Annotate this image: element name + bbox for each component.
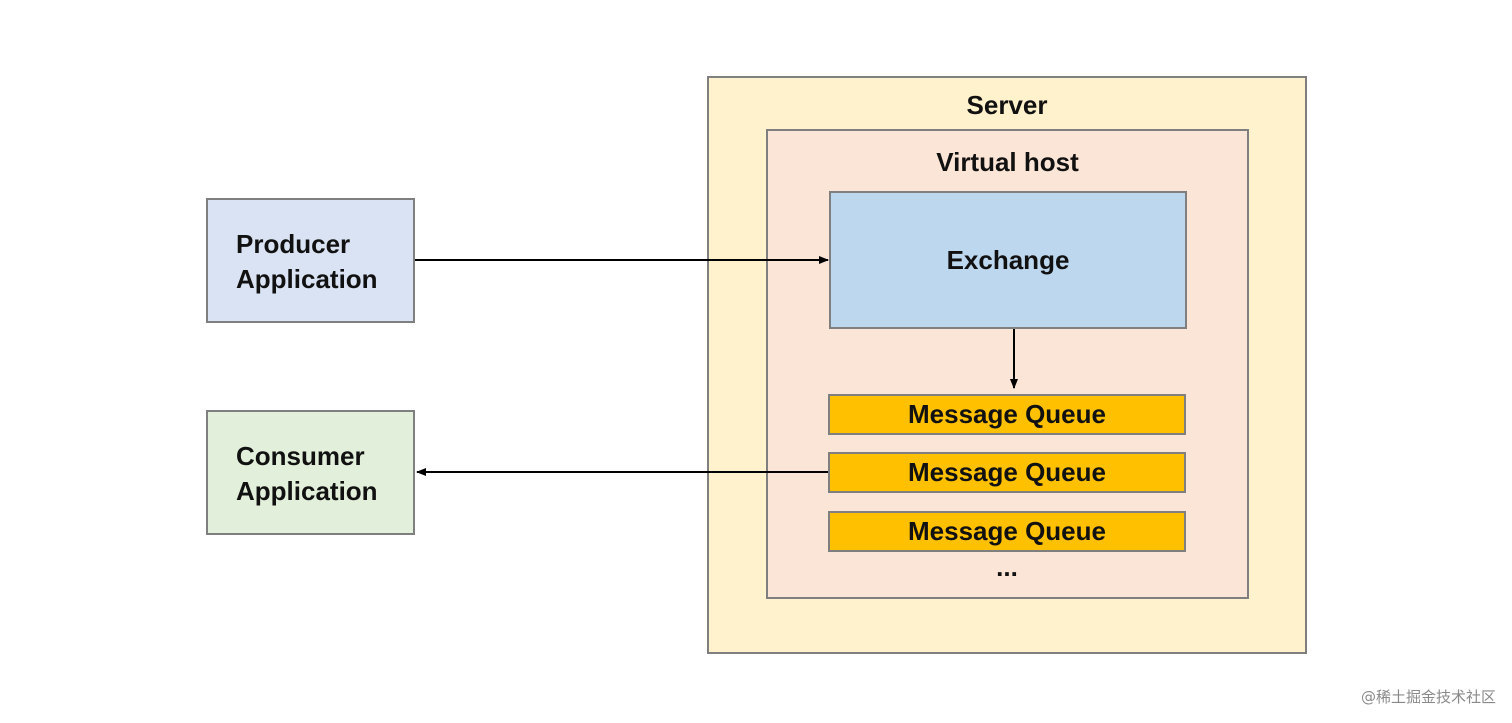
- message-queue-1: Message Queue: [828, 394, 1186, 435]
- consumer-application-box: Consumer Application: [206, 410, 415, 535]
- virtual-host-title: Virtual host: [936, 147, 1079, 177]
- consumer-label-line1: Consumer: [236, 441, 365, 471]
- exchange-label: Exchange: [946, 244, 1070, 275]
- more-queues-ellipsis: ...: [996, 552, 1018, 582]
- producer-label: Producer Application: [236, 227, 378, 297]
- message-queue-label: Message Queue: [908, 457, 1106, 487]
- producer-label-line1: Producer: [236, 229, 351, 259]
- message-queue-3: Message Queue: [828, 511, 1186, 552]
- exchange-box: Exchange: [829, 191, 1187, 329]
- consumer-label-line2: Application: [236, 476, 378, 506]
- watermark: @稀土掘金技术社区: [1360, 688, 1496, 706]
- producer-label-line2: Application: [236, 264, 378, 294]
- message-queue-label: Message Queue: [908, 516, 1106, 546]
- server-title: Server: [966, 90, 1048, 120]
- consumer-label: Consumer Application: [236, 439, 378, 509]
- message-queue-label: Message Queue: [908, 399, 1106, 429]
- message-queue-2: Message Queue: [828, 452, 1186, 493]
- producer-application-box: Producer Application: [206, 198, 415, 323]
